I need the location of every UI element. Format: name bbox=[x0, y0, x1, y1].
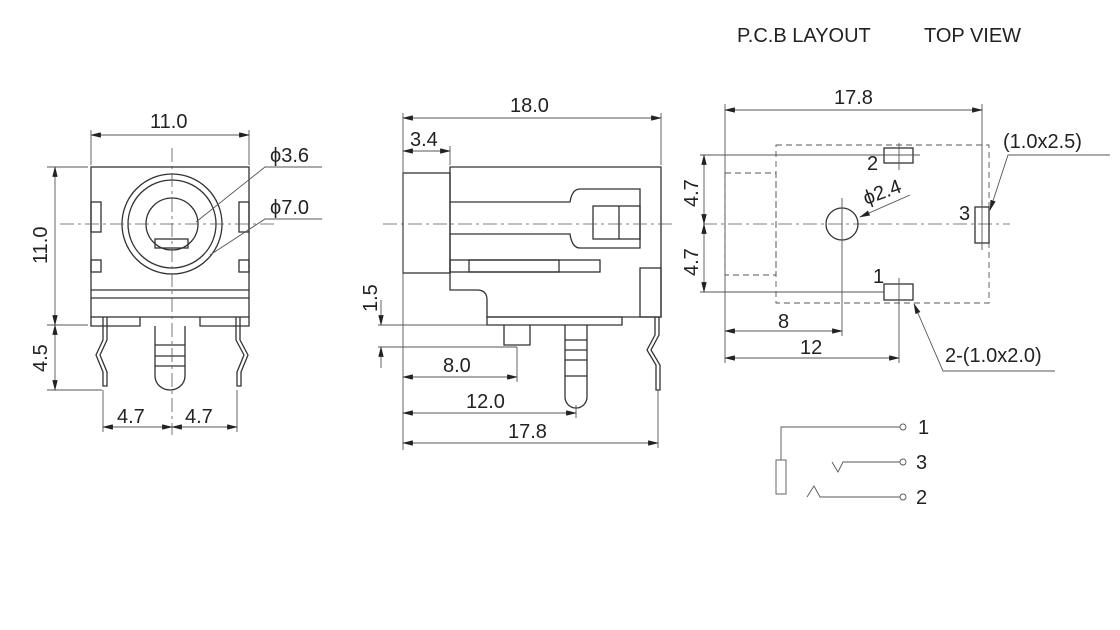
pad-label-1: 1 bbox=[873, 266, 884, 288]
hole-diameter-label: ϕ2.4 bbox=[860, 176, 904, 210]
outer-diameter-label: ϕ7.0 bbox=[270, 197, 309, 219]
pin2-distance-label: 12.0 bbox=[466, 391, 505, 413]
jack-schematic: 1 3 2 bbox=[775, 417, 929, 509]
front-view: 11.0 11.0 4.5 4.7 4.7 ϕ3.6 ϕ7.0 bbox=[30, 111, 322, 435]
terminal-label-3: 3 bbox=[916, 452, 927, 474]
pad-distance-label: 12 bbox=[800, 337, 822, 359]
pin3-distance-label: 17.8 bbox=[508, 421, 547, 443]
pcb-length-label: 17.8 bbox=[834, 87, 873, 109]
pitch-right-label: 4.7 bbox=[185, 406, 213, 428]
side-view: 18.0 3.4 1.5 8.0 12.0 17.8 bbox=[360, 95, 672, 450]
pad12-size-label: 2-(1.0x2.0) bbox=[945, 345, 1042, 367]
pcb-layout-view: 2 3 1 17.8 4.7 4.7 8 12 ϕ2.4 (1.0x2.5) 2… bbox=[681, 87, 1110, 372]
front-depth-label: 3.4 bbox=[410, 129, 438, 151]
upper-offset-label: 4.7 bbox=[681, 179, 703, 207]
lower-offset-label: 4.7 bbox=[681, 248, 703, 276]
side-length-label: 18.0 bbox=[510, 95, 549, 117]
pcb-layout-title: P.C.B LAYOUT bbox=[737, 25, 871, 47]
pad3-size-label: (1.0x2.5) bbox=[1003, 131, 1082, 153]
top-view-title: TOP VIEW bbox=[924, 25, 1021, 47]
pin1-distance-label: 8.0 bbox=[443, 355, 471, 377]
terminal-label-1: 1 bbox=[918, 417, 929, 439]
hole-distance-label: 8 bbox=[778, 311, 789, 333]
pin-length-label: 4.5 bbox=[30, 344, 52, 372]
terminal-label-2: 2 bbox=[916, 487, 927, 509]
pad-2 bbox=[883, 147, 914, 164]
front-width-label: 11.0 bbox=[150, 111, 187, 133]
pitch-left-label: 4.7 bbox=[117, 406, 145, 428]
pad-label-3: 3 bbox=[959, 203, 970, 225]
pad-label-2: 2 bbox=[867, 153, 878, 175]
pad-1 bbox=[883, 283, 914, 301]
standoff-label: 1.5 bbox=[360, 284, 382, 312]
front-height-label: 11.0 bbox=[30, 227, 52, 264]
inner-diameter-label: ϕ3.6 bbox=[270, 145, 309, 167]
